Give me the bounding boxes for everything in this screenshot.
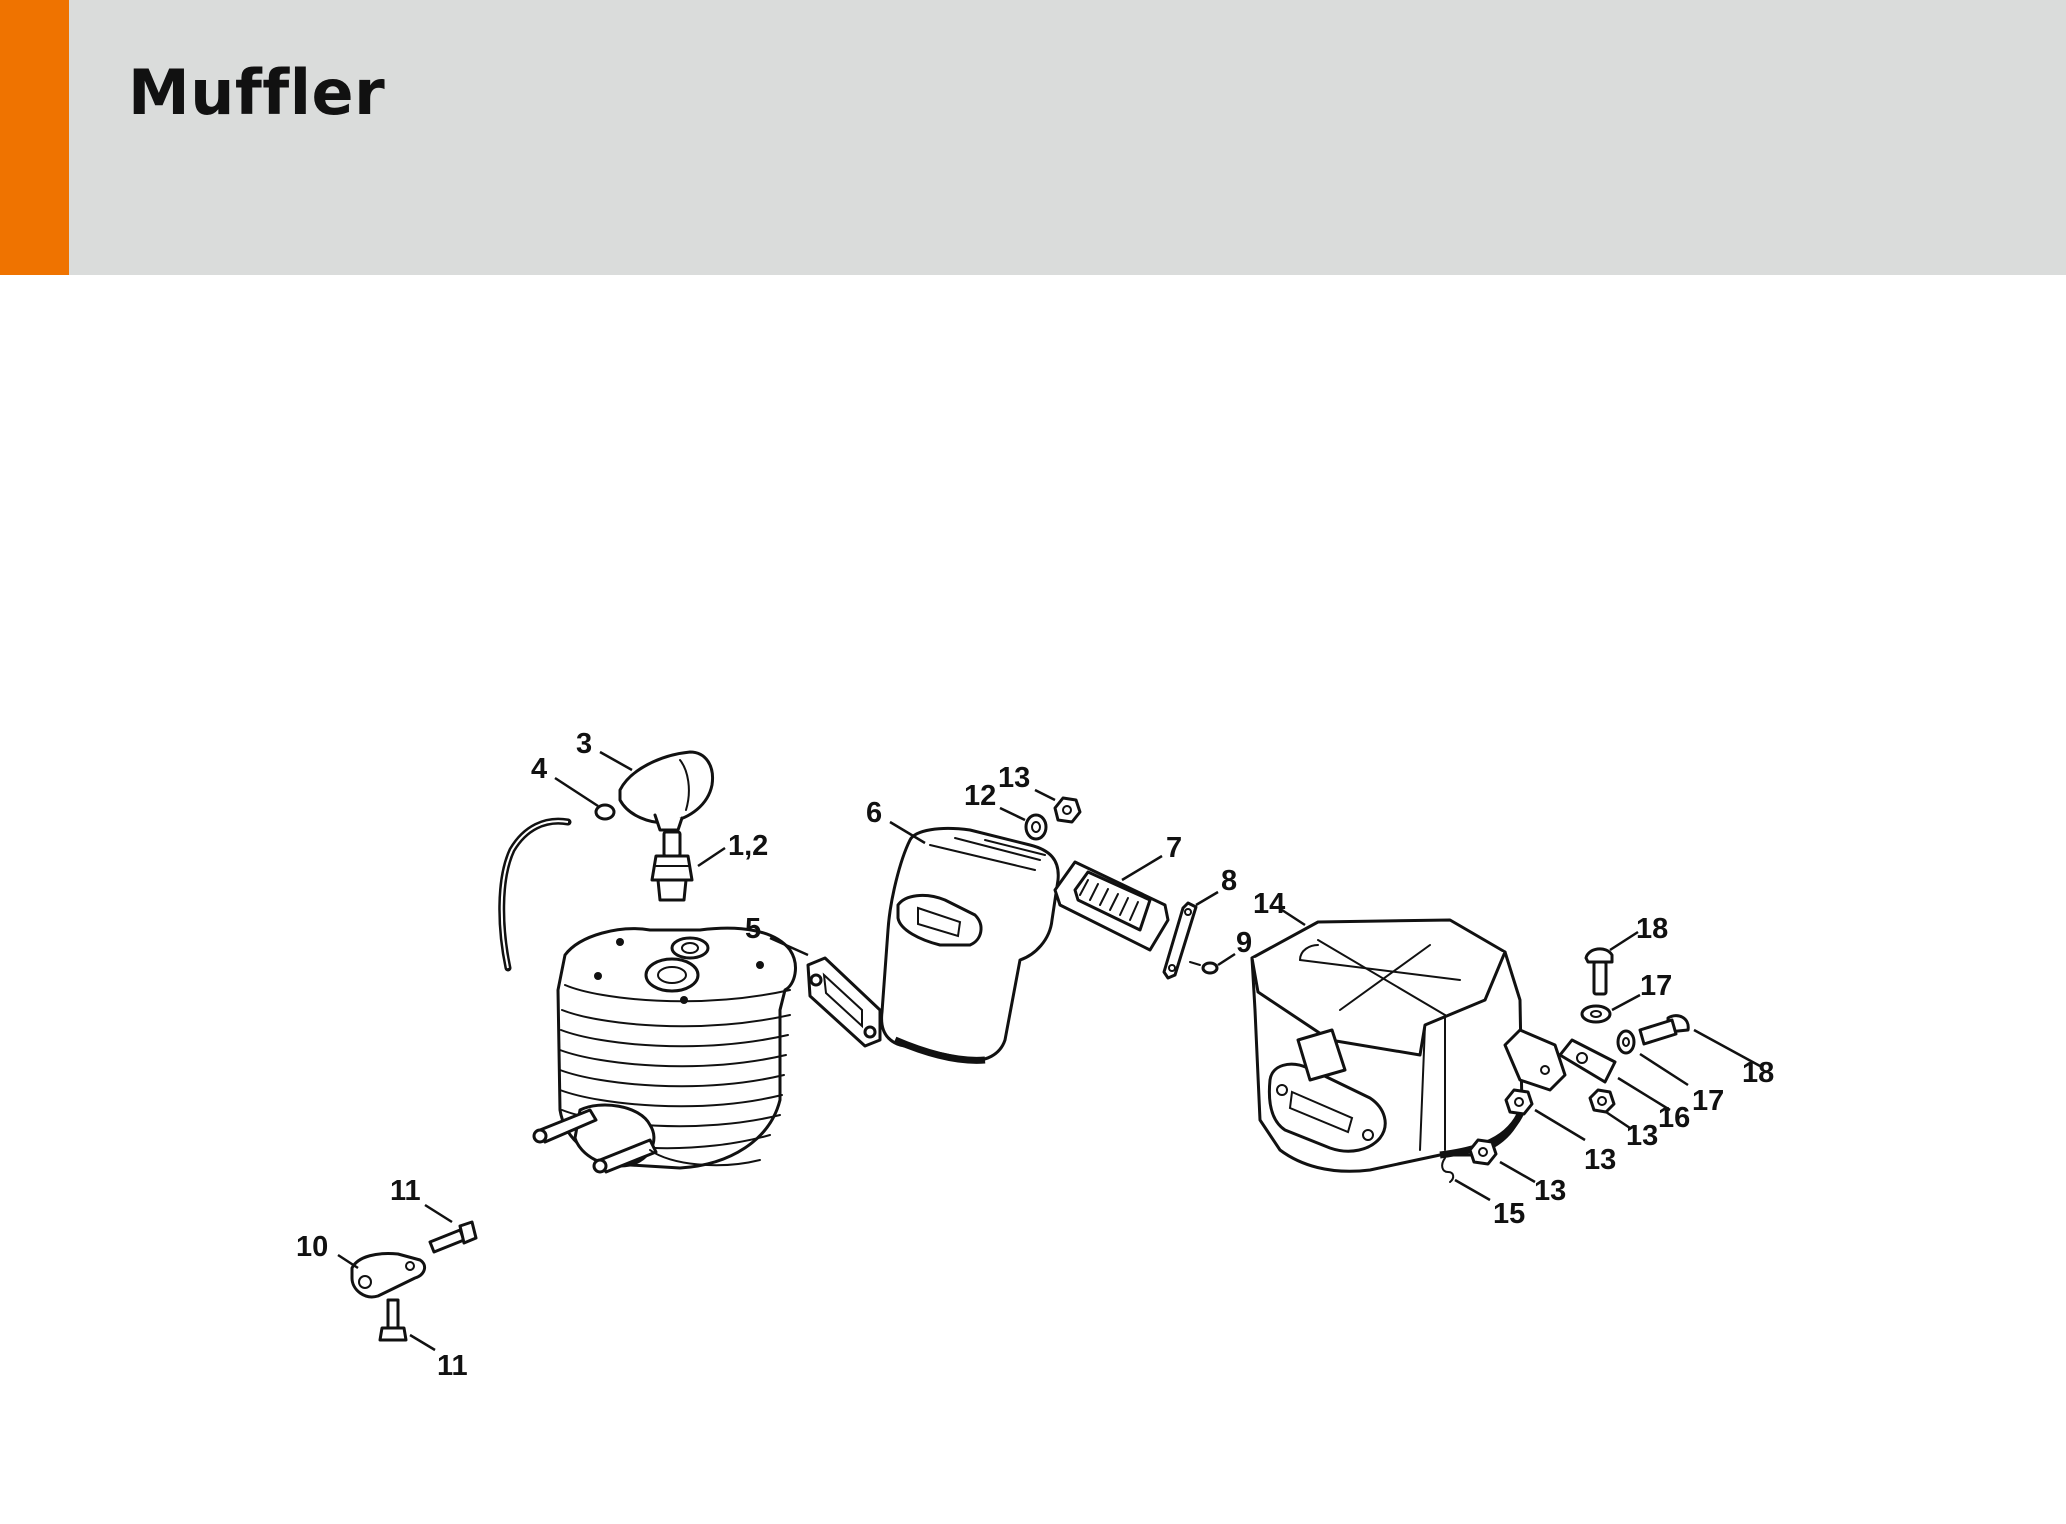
callout-13-top: 13 [998, 762, 1030, 794]
screw-11-top-part [428, 1220, 478, 1254]
callout-labels: 1,2 3 4 5 6 7 8 9 10 11 11 12 13 14 18 1… [296, 728, 1774, 1382]
callout-11-top: 11 [390, 1175, 421, 1207]
callout-13-c: 13 [1626, 1120, 1658, 1152]
screw-11-bottom-part [378, 1298, 408, 1342]
washer-17-top-part [1580, 1004, 1612, 1024]
callout-5: 5 [745, 913, 761, 945]
bracket-10-part [350, 1252, 427, 1299]
nut-13-a-part [1504, 1088, 1534, 1116]
callout-10: 10 [296, 1231, 328, 1263]
callout-18-bottom: 18 [1742, 1057, 1774, 1089]
callout-9: 9 [1236, 927, 1252, 959]
callout-6: 6 [866, 797, 882, 829]
callout-13-b: 13 [1534, 1175, 1566, 1207]
muffler-housing-part [1250, 918, 1567, 1173]
screw-18-bottom-part [1638, 1014, 1690, 1046]
callout-15: 15 [1493, 1198, 1525, 1230]
washer-12-part [1024, 813, 1048, 841]
callout-14: 14 [1253, 888, 1285, 920]
accent-bar [0, 0, 69, 275]
callout-16: 16 [1658, 1102, 1690, 1134]
callout-8: 8 [1221, 865, 1237, 897]
plate-8-part [1162, 901, 1198, 980]
hose-part [498, 803, 616, 972]
page-title: Muffler [128, 56, 386, 129]
callout-12: 12 [964, 780, 996, 812]
spark-arrestor-screen-part [1053, 860, 1170, 952]
callout-1-2: 1,2 [728, 830, 768, 862]
washer-17-bottom-part [1616, 1029, 1636, 1055]
cylinder-part [532, 926, 797, 1174]
bracket-16-part [1558, 1038, 1617, 1084]
screw-18-top-part [1584, 947, 1614, 996]
callout-3: 3 [576, 728, 592, 760]
spark-plug-boot-part [618, 750, 715, 832]
nut-13-b-part [1468, 1138, 1498, 1166]
screw-9-part [1189, 961, 1219, 975]
gasket-5-part [806, 956, 882, 1048]
callout-17-top: 17 [1640, 970, 1672, 1002]
callout-4: 4 [531, 753, 547, 785]
callout-11-bottom: 11 [437, 1350, 468, 1382]
callout-7: 7 [1166, 832, 1182, 864]
muffler-half-part [880, 826, 1060, 1064]
nut-13-c-part [1588, 1088, 1616, 1114]
callout-17-bottom: 17 [1692, 1085, 1724, 1117]
header-band [69, 0, 2066, 275]
callout-18-top: 18 [1636, 913, 1668, 945]
spark-plug-part [650, 830, 694, 902]
clip-15-part [1441, 1157, 1455, 1183]
callout-13-a: 13 [1584, 1144, 1616, 1176]
leader-lines [337, 750, 1761, 1352]
nut-13-top-part [1053, 796, 1082, 824]
